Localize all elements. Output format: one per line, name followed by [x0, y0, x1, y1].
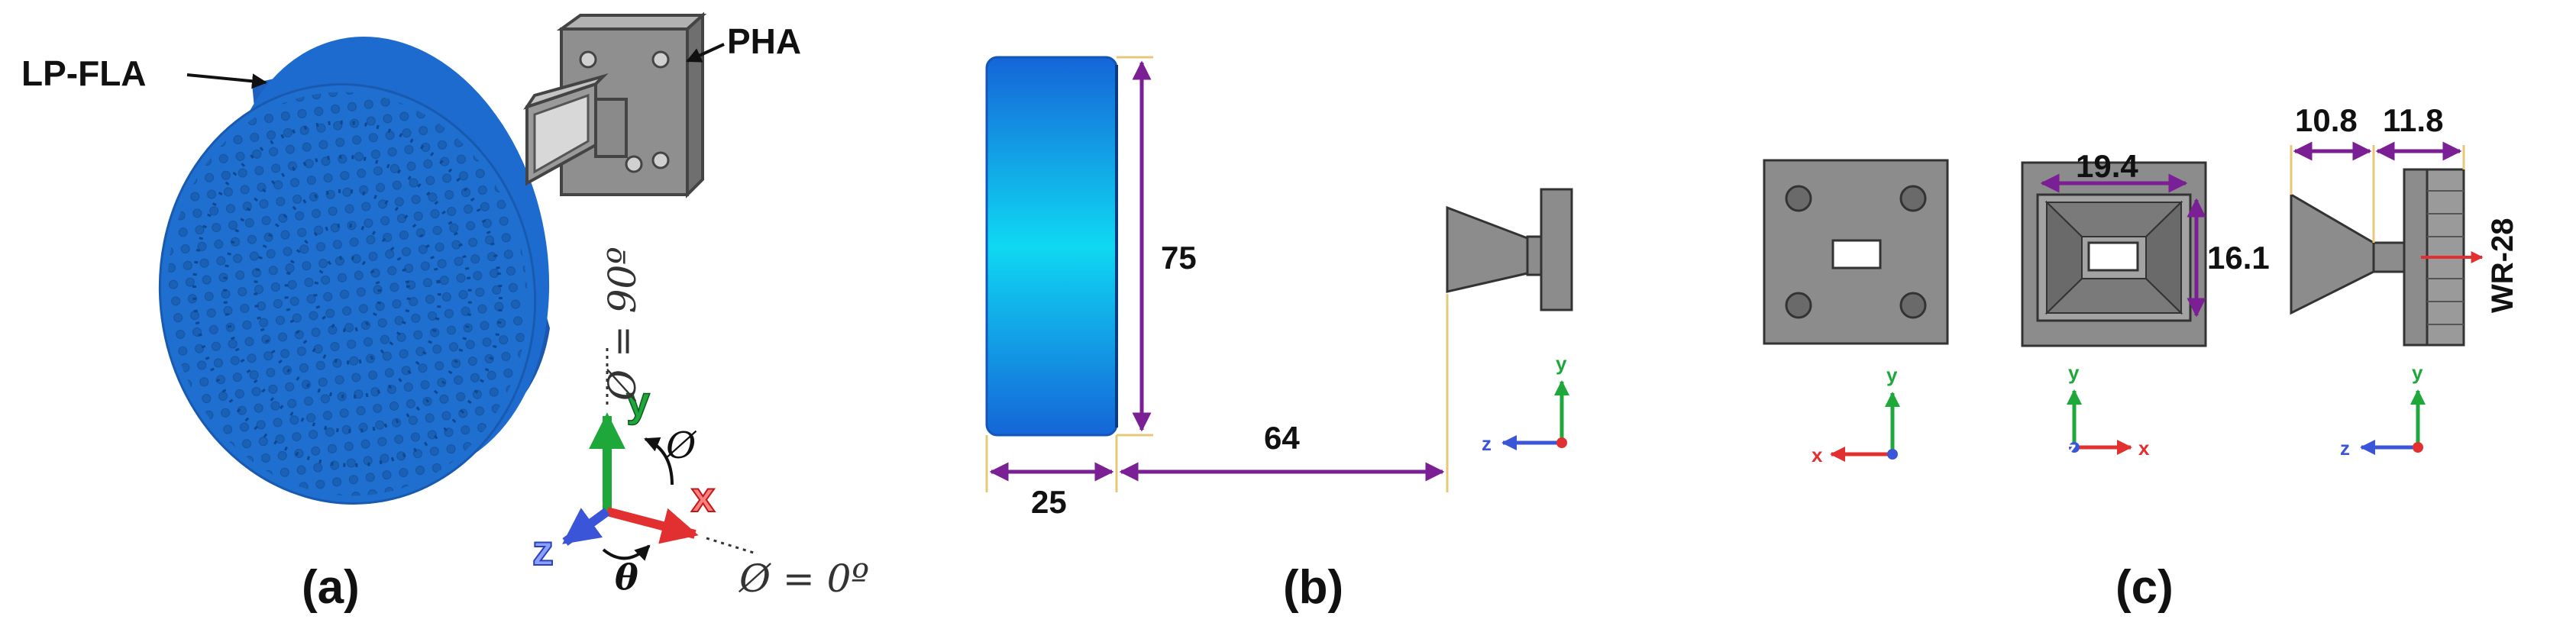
axis-y-label-c1: y — [1886, 363, 1898, 386]
panel-a: LP-FLA PHA y x z Ø θ Ø = 90º Ø = 0º (a) — [21, 11, 869, 614]
axis-z-label-a: z — [532, 526, 554, 574]
coord-system-a — [562, 344, 757, 561]
phi-90-label: Ø = 90º — [600, 247, 645, 402]
horn-label: PHA — [727, 21, 801, 61]
axis-y-label-c2: y — [2068, 361, 2080, 384]
caption-a: (a) — [302, 561, 360, 614]
dim-width-value: 19.4 — [2076, 148, 2138, 184]
axis-x-label-c2: x — [2138, 437, 2150, 460]
coord-system-b — [1501, 380, 1569, 450]
axis-y-label-b: y — [1556, 352, 1567, 375]
panel-b: 75 25 64 y z (b) — [985, 56, 1573, 614]
lens-label-arrow — [186, 73, 267, 89]
dim-flange-length-value: 11.8 — [2383, 102, 2443, 138]
axis-y-label-c3: y — [2412, 361, 2423, 384]
horn-label-arrow — [686, 43, 725, 63]
lens-hole-pattern — [167, 92, 528, 496]
pha-horn — [523, 11, 707, 198]
dim-height-c-value: 16.1 — [2207, 240, 2270, 276]
axis-x-label-c1: x — [1812, 444, 1823, 466]
axis-y-label-a: y — [626, 377, 650, 425]
axis-z-label-c3: z — [2340, 437, 2350, 460]
guide-lines-b — [985, 56, 1449, 492]
horn-side-view-c — [2290, 168, 2484, 347]
dim-distance-value: 64 — [1264, 420, 1300, 456]
lens-rings — [192, 120, 503, 468]
coord-system-c-side — [2360, 389, 2426, 455]
theta-label: θ — [615, 557, 638, 598]
phi-label: Ø — [665, 424, 697, 467]
horn-front-view — [1763, 159, 1949, 345]
dim-flare-length-value: 10.8 — [2295, 102, 2358, 138]
phi-0-label: Ø = 0º — [738, 557, 869, 601]
dim-height-value: 75 — [1161, 240, 1197, 276]
axis-z-label-b: z — [1482, 432, 1492, 455]
panel-c: 19.4 16.1 10.8 11.8 WR-28 y x y z x y z — [1763, 102, 2519, 614]
waveguide-label: WR-28 — [2486, 218, 2519, 313]
horn-aperture-view — [2021, 161, 2207, 347]
lens-side-view — [985, 56, 1118, 437]
guide-lines-c — [2290, 145, 2465, 243]
horn-side-view — [1446, 188, 1573, 311]
axis-z-label-c2: z — [2067, 437, 2077, 460]
dim-thickness-value: 25 — [1031, 484, 1067, 520]
coord-system-c-back — [2067, 389, 2132, 455]
coord-system-c-front — [1830, 392, 1900, 462]
caption-b: (b) — [1283, 561, 1343, 614]
caption-c: (c) — [2115, 561, 2174, 614]
axis-x-label-a: x — [691, 473, 715, 521]
lens-label: LP-FLA — [21, 53, 147, 93]
